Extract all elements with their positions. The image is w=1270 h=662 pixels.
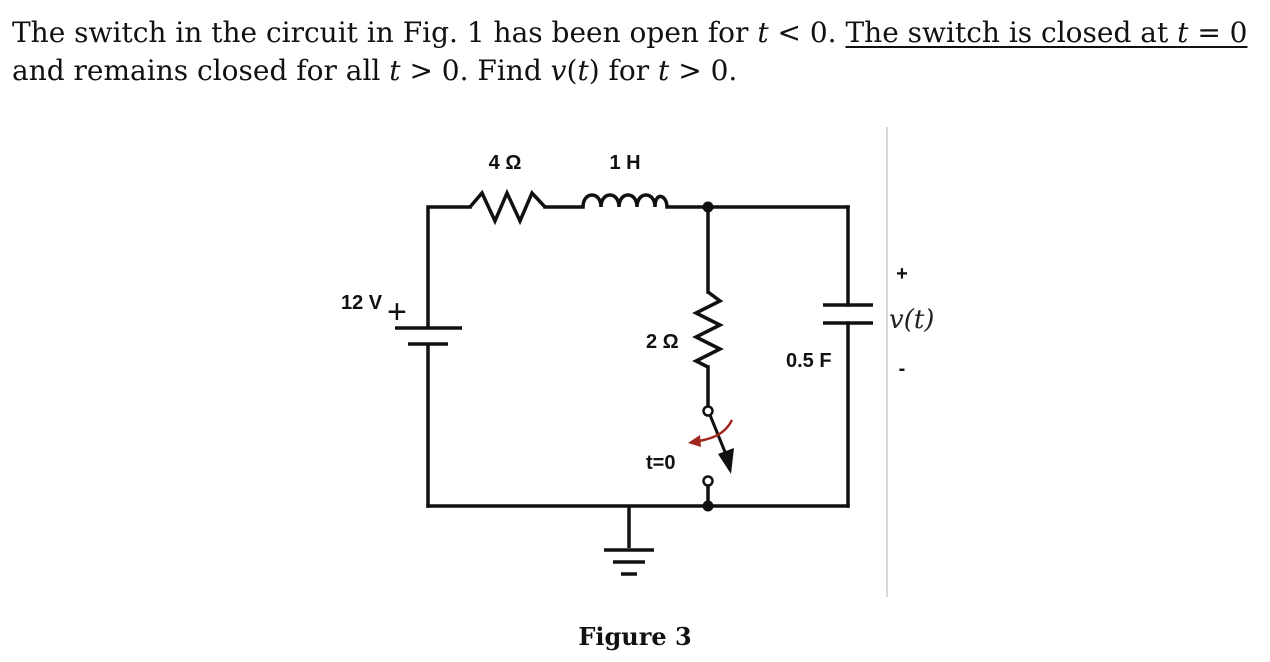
inductor-label: 1 H [609,152,640,174]
switch-t0 [702,405,734,506]
inductor-1h [581,193,669,208]
text-segment: < 0. [768,16,846,49]
variable-t: t [757,16,769,49]
resistor-4-ohm [468,188,547,226]
text-segment: > 0. [669,54,738,87]
resistor-4-ohm-label: 4 Ω [489,152,522,174]
variable-t: t [658,54,670,87]
problem-statement: The switch in the circuit in Fig. 1 has … [12,14,1262,90]
top-wire [426,205,850,327]
variable-t: t [1177,16,1189,49]
source-plus-sign: + [387,293,407,331]
switch-arrow-icon [688,419,734,447]
text-segment: > 0. Find [400,54,551,87]
text-segment: ) for [588,54,659,87]
ground-icon [604,506,654,576]
resistor-2-ohm [692,290,724,369]
text-segment: and remains closed for all [12,54,390,87]
text-segment: The switch in the circuit in Fig. 1 has … [12,16,758,49]
text-segment: The switch is closed at [845,16,1178,49]
voltage-source-12v [395,326,462,346]
underlined-sentence: The switch is closed at t = 0 [845,16,1247,49]
variable-t: t [389,54,401,87]
variable-v: v [550,54,567,87]
text-segment: = 0 [1188,16,1248,49]
capacitor-label: 0.5 F [786,350,832,372]
output-minus-sign: - [899,358,906,380]
resistor-2-ohm-label: 2 Ω [646,331,679,353]
problem-line-2: and remains closed for all t > 0. Find v… [12,52,1262,90]
capacitor-0-5f [823,303,873,325]
variable-t: t [577,54,589,87]
figure-caption: Figure 3 [578,622,691,651]
output-voltage-label: v(t) [889,305,934,335]
output-plus-sign: + [896,263,908,285]
problem-line-1: The switch in the circuit in Fig. 1 has … [12,14,1262,52]
source-label: 12 V [341,292,383,314]
junction-node [702,500,714,512]
switch-label: t=0 [646,452,675,474]
text-segment: ( [566,54,578,87]
